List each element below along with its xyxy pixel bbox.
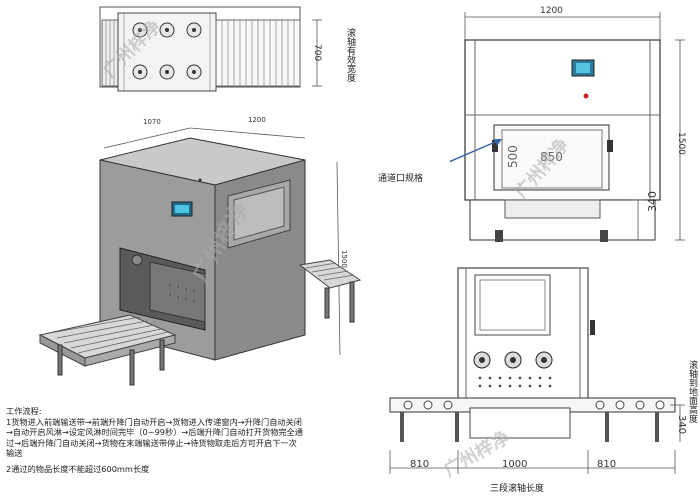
iso-depth-dim: 1070 <box>143 118 161 126</box>
opening-label: 通道口规格 <box>378 174 424 184</box>
side-seg-right: 810 <box>597 459 617 470</box>
front-height-dim: 1500 <box>676 132 686 155</box>
side-roller-height-label: 滚轴到地面高度 <box>687 360 697 423</box>
workflow-notes: 工作流程: 1货物进入前端输送带→前端升降门自动开启→货物进入传递窗内→升降门自… <box>6 406 376 475</box>
top-view-drawing <box>99 6 322 92</box>
notes-line: 1货物进入前端输送带→前端升降门自动开启→货物进入传递窗内→升降门自动关闭 <box>6 416 302 427</box>
notes-title: 工作流程: <box>6 406 42 416</box>
iso-height-dim: 1500 <box>340 250 348 268</box>
front-opening-height: 500 <box>506 145 520 168</box>
notes-note2: 2通过的物品长度不能超过600mm长度 <box>6 463 150 474</box>
side-seg-mid: 1000 <box>502 459 528 470</box>
front-width-dim: 1200 <box>540 6 563 16</box>
front-opening-width: 850 <box>540 150 563 164</box>
iso-width-dim: 1200 <box>248 116 266 124</box>
front-base-dim: 340 <box>646 191 659 212</box>
top-width-label: 滚轴有效宽度 <box>345 28 355 82</box>
notes-line: 输送 <box>6 448 23 459</box>
notes-line: →自动开启风淋→设定风淋时间完毕（0~99秒）→后端升降门自动打开货物完全通 <box>6 427 303 438</box>
notes-line: 过→后端升降门自动关闭→货物在末端输送带停止→待货物取走后方可开启下一次 <box>6 437 297 448</box>
side-view-drawing <box>389 267 685 474</box>
side-seg-left: 810 <box>410 459 430 470</box>
side-length-label: 三段滚轴长度 <box>490 484 545 494</box>
iso-view-drawing <box>38 127 362 386</box>
front-view-drawing <box>450 12 685 242</box>
top-width-dim: 700 <box>312 44 322 62</box>
